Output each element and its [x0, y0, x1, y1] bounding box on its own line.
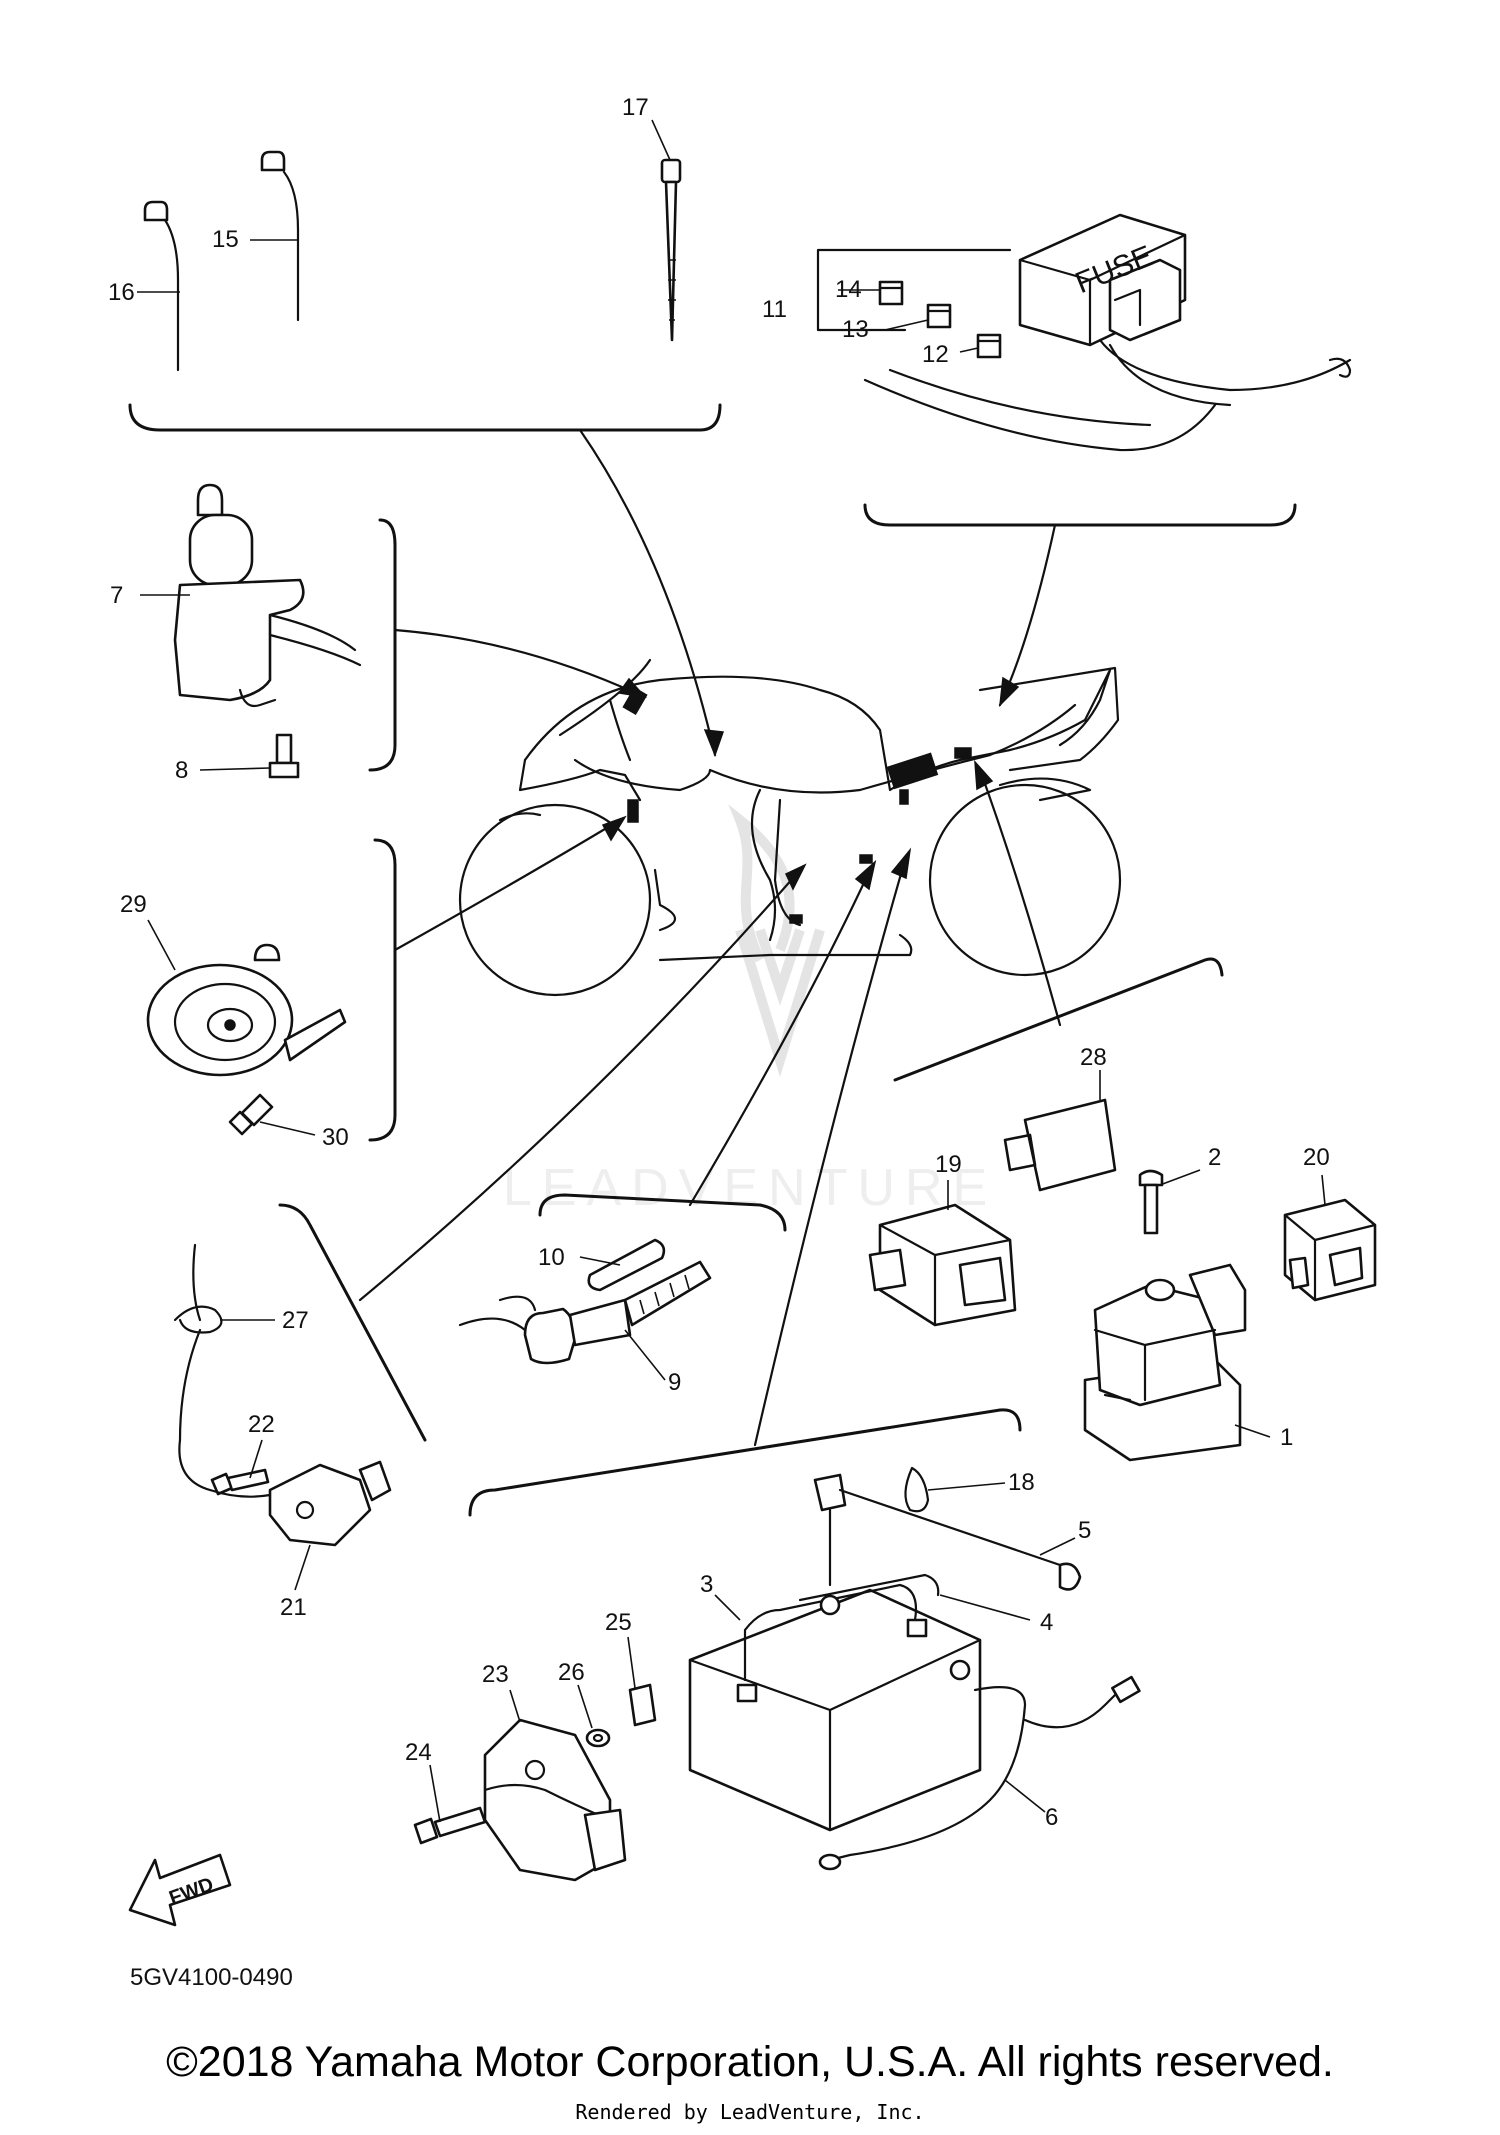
watermark-text: LEADVENTURE — [503, 1159, 997, 1217]
neutral-switch-21 — [208, 1460, 392, 1547]
fwd-arrow-icon: FWD — [128, 1853, 232, 1927]
cable-6 — [818, 1675, 1141, 1871]
relay-20 — [1283, 1198, 1377, 1302]
switch-9 — [458, 1260, 712, 1365]
callout-29: 29 — [120, 891, 147, 918]
main-switch-7 — [173, 483, 362, 708]
group-bracket-neutral-switch — [278, 1203, 427, 1442]
callout-26: 26 — [558, 1659, 585, 1686]
diagram-part-number: 5GV4100-0490 — [130, 1964, 293, 1991]
band-18 — [904, 1466, 930, 1513]
callout-25: 25 — [605, 1609, 632, 1636]
relay-28 — [1003, 1098, 1117, 1192]
starter-relay-1 — [1083, 1263, 1247, 1462]
group-bracket-horn — [368, 838, 397, 1142]
cable-band-15 — [260, 150, 300, 322]
callout-11: 11 — [762, 296, 787, 323]
group-bracket-ties — [128, 403, 722, 432]
clamp-27 — [173, 1243, 223, 1492]
nut-25 — [628, 1683, 657, 1727]
part-10 — [587, 1238, 666, 1292]
fuse-box-11: FUSE — [863, 213, 1352, 452]
callout-22: 22 — [248, 1411, 275, 1438]
group-bracket-relays — [893, 957, 1224, 1082]
callout-19: 19 — [935, 1151, 962, 1178]
callout-10: 10 — [538, 1244, 565, 1271]
bolt-24 — [413, 1806, 487, 1845]
leadventure-watermark: LEADVENTURE — [503, 804, 997, 1217]
leader-ties-to-bike — [578, 428, 717, 757]
group-bracket-main-switch — [368, 518, 397, 772]
horn-29 — [146, 943, 347, 1077]
callout-16: 16 — [108, 279, 135, 306]
callout-4: 4 — [1040, 1609, 1053, 1636]
group-bracket-fuse — [863, 503, 1297, 527]
callout-21: 21 — [280, 1594, 307, 1621]
group-bracket-sidestand-switch — [538, 1193, 787, 1232]
callout-bracket-11 — [816, 248, 1012, 332]
callout-numbers: 1 2 3 4 5 6 7 8 9 10 11 12 13 14 15 16 1… — [108, 94, 1330, 1831]
regulator-23 — [483, 1718, 627, 1882]
callout-15: 15 — [212, 226, 239, 253]
bolt-2 — [1138, 1169, 1164, 1235]
bolt-30 — [228, 1093, 274, 1136]
callout-30: 30 — [322, 1124, 349, 1151]
bolt-8 — [268, 733, 300, 779]
callout-5: 5 — [1078, 1517, 1091, 1544]
cable-5 — [813, 1473, 1082, 1591]
group-bracket-battery — [468, 1408, 1022, 1517]
callout-14: 14 — [835, 276, 862, 303]
callout-24: 24 — [405, 1739, 432, 1766]
callout-2: 2 — [1208, 1144, 1221, 1171]
rendered-by-credit: Rendered by LeadVenture, Inc. — [575, 2100, 925, 2124]
callout-3: 3 — [700, 1571, 713, 1598]
callout-1: 1 — [1280, 1424, 1293, 1451]
callout-6: 6 — [1045, 1804, 1058, 1831]
callout-leaders — [137, 119, 1326, 1823]
battery-3 — [688, 1583, 982, 1832]
callout-18: 18 — [1008, 1469, 1035, 1496]
callout-23: 23 — [482, 1661, 509, 1688]
battery-band-4 — [798, 1573, 940, 1602]
callout-27: 27 — [282, 1307, 309, 1334]
callout-28: 28 — [1080, 1044, 1107, 1071]
callout-7: 7 — [110, 582, 123, 609]
fuse-12 — [976, 333, 1002, 359]
callout-9: 9 — [668, 1369, 681, 1396]
cable-tie-17 — [660, 158, 682, 342]
relay-19 — [868, 1203, 1017, 1327]
callout-13: 13 — [842, 316, 869, 343]
callout-17: 17 — [622, 94, 649, 121]
callout-8: 8 — [175, 757, 188, 784]
callout-20: 20 — [1303, 1144, 1330, 1171]
fuse-13 — [926, 303, 952, 329]
callout-12: 12 — [922, 341, 949, 368]
fuse-14 — [878, 280, 904, 306]
copyright-notice: ©2018 Yamaha Motor Corporation, U.S.A. A… — [166, 2038, 1334, 2086]
motorcycle-outline — [458, 658, 1122, 997]
cable-band-16 — [143, 200, 180, 372]
washer-26 — [585, 1728, 611, 1748]
wire-harness-on-bike — [573, 703, 1077, 794]
bolt-22 — [210, 1468, 270, 1496]
